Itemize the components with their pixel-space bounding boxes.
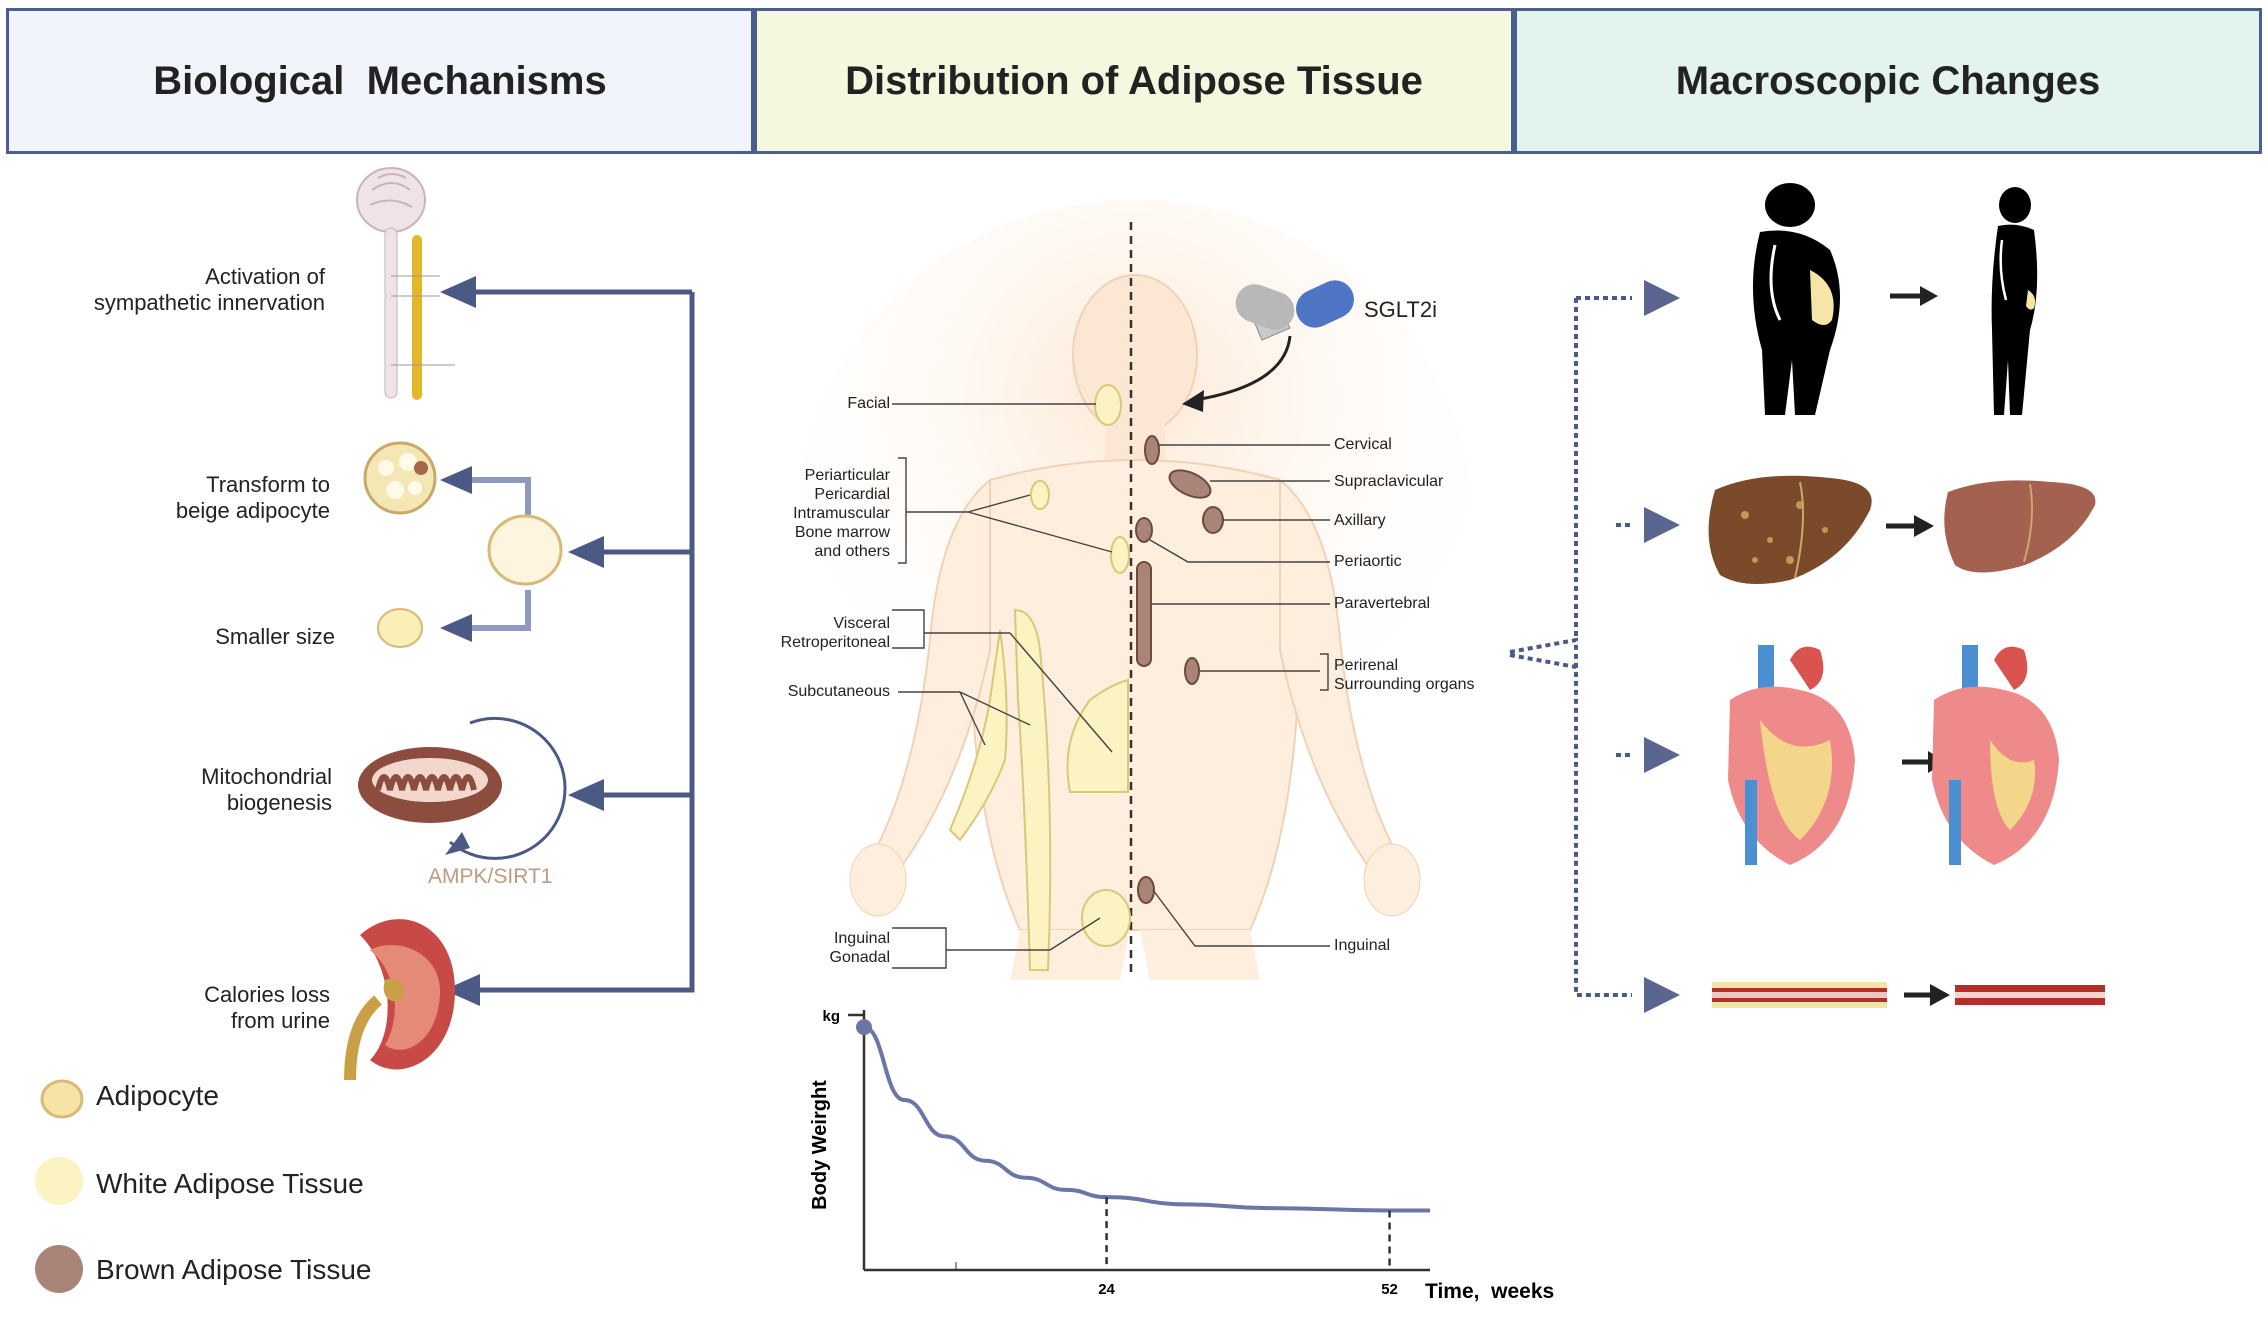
thick-vessel-icon xyxy=(1712,982,1887,1008)
x-tick-label-24: 24 xyxy=(1098,1281,1115,1298)
legend-adipocyte: Adipocyte xyxy=(96,1080,219,1111)
header-biological-mechanisms: Biological Mechanisms xyxy=(6,8,754,154)
macro-arrowheads xyxy=(1644,280,1680,1013)
label-calories: Calories loss from urine xyxy=(204,982,330,1033)
leader-lines-right xyxy=(1149,444,1330,947)
healthy-heart-icon xyxy=(1932,645,2059,865)
depot-periaortic: Periaortic xyxy=(1334,553,1402,570)
label-mito: Mitochondrial biogenesis xyxy=(201,764,332,815)
healthy-liver-icon xyxy=(1944,480,2096,573)
header-distribution: Distribution of Adipose Tissue xyxy=(754,8,1514,154)
depot-inguinal-left: Inguinal Gonadal xyxy=(829,930,891,966)
header-macroscopic: Macroscopic Changes xyxy=(1514,8,2262,154)
smaller-arrowhead xyxy=(440,614,472,642)
beige-arrowhead xyxy=(440,466,472,494)
depot-subcutaneous: Subcutaneous xyxy=(787,683,890,700)
white-adipose-depots xyxy=(948,384,1131,971)
beige-split-arrows xyxy=(470,477,531,631)
depot-axillary: Axillary xyxy=(1334,512,1386,529)
depot-supraclavicular: Supraclavicular xyxy=(1334,473,1444,490)
legend-brown: Brown Adipose Tissue xyxy=(96,1254,372,1285)
depot-inguinal-right: Inguinal xyxy=(1334,937,1391,954)
spinal-cord-illustration xyxy=(356,167,455,400)
header-biological-title: Biological Mechanisms xyxy=(153,58,607,103)
label-sympathetic: Activation of sympathetic innervation xyxy=(93,264,325,315)
legend-white-swatch xyxy=(35,1157,83,1205)
x-tick-label-52: 52 xyxy=(1381,1281,1398,1298)
depot-group1: Periarticular Pericardial Intramuscular … xyxy=(793,467,890,560)
y-unit-label: kg xyxy=(822,1008,840,1025)
adipocyte-illustration xyxy=(487,514,563,586)
sglt2i-pill-icon xyxy=(1235,280,1354,341)
legend-brown-swatch xyxy=(35,1245,83,1293)
macro-bracket xyxy=(1509,296,1632,997)
weight-start-point xyxy=(856,1019,872,1036)
depot-paravertebral: Paravertebral xyxy=(1334,595,1431,612)
slim-silhouette-icon xyxy=(1991,187,2038,415)
x-axis-label: Time, weeks xyxy=(1425,1280,1554,1303)
change-arrows xyxy=(1886,286,1950,1006)
kidney-illustration xyxy=(344,919,455,1081)
fatty-liver-icon xyxy=(1708,475,1872,584)
label-smaller: Smaller size xyxy=(215,624,335,649)
legend-white: White Adipose Tissue xyxy=(96,1168,364,1199)
depot-visceral: Visceral Retroperitoneal xyxy=(780,615,890,651)
header-macroscopic-title: Macroscopic Changes xyxy=(1675,58,2101,103)
weight-series-line xyxy=(863,1025,1430,1213)
mechanism-arrowheads xyxy=(440,276,604,1006)
leader-lines-left xyxy=(892,403,1113,969)
brown-adipose-depots xyxy=(1135,435,1224,904)
y-axis-label: Body Weirght xyxy=(809,1080,831,1210)
fatty-heart-icon xyxy=(1728,645,1855,865)
legend-adipocyte-swatch xyxy=(40,1079,84,1119)
beige-adipocyte-illustration xyxy=(363,441,437,515)
small-adipocyte-illustration xyxy=(377,608,423,648)
drug-label: SGLT2i xyxy=(1364,297,1437,322)
label-beige: Transform to beige adipocyte xyxy=(175,472,330,523)
depot-perirenal: Perirenal Surrounding organs xyxy=(1334,657,1475,693)
sglt2i-arrow xyxy=(1194,335,1292,402)
mechanism-connector xyxy=(470,289,695,993)
header-distribution-title: Distribution of Adipose Tissue xyxy=(845,58,1423,103)
obese-silhouette-icon xyxy=(1752,183,1840,415)
label-ampk: AMPK/SIRT1 xyxy=(428,865,553,888)
depot-cervical: Cervical xyxy=(1334,436,1392,453)
thin-vessel-icon xyxy=(1955,985,2105,1005)
weight-chart-axes xyxy=(848,1010,1430,1272)
mitochondrion-illustration xyxy=(358,716,567,860)
depot-facial: Facial xyxy=(847,395,890,412)
